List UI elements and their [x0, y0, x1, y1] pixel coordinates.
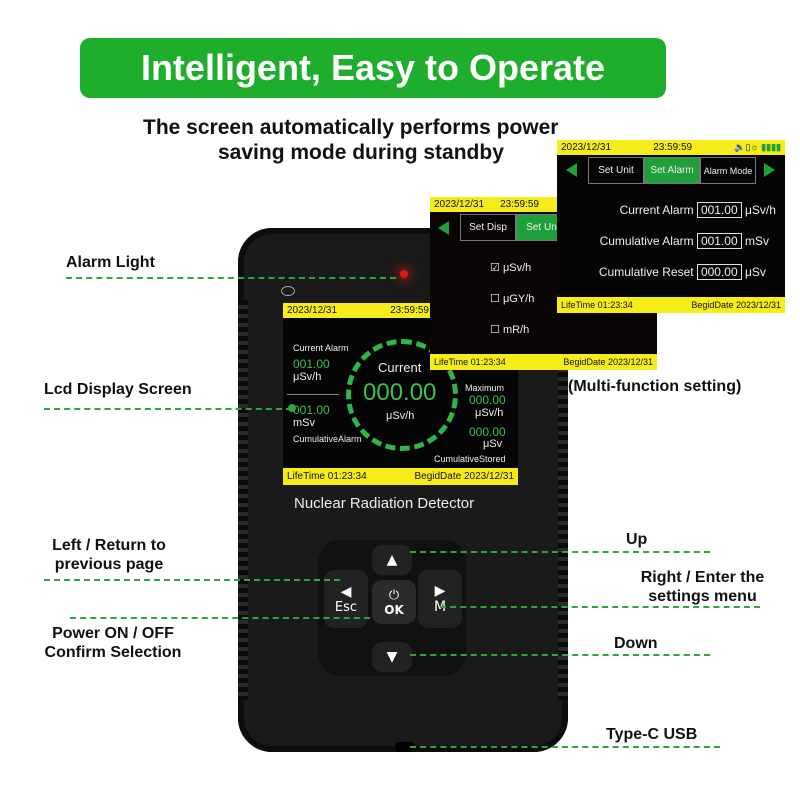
maximum-unit: μSv/h	[475, 407, 504, 419]
callout-line	[66, 277, 396, 279]
unit-option: μSv/h	[502, 262, 532, 274]
callout-line	[410, 746, 720, 748]
lifetime: LifeTime 01:23:34	[561, 300, 633, 310]
alarm-row-label: Cumulative Alarm	[599, 234, 694, 248]
status-icons: 🔈▯☼ ▮▮▮▮	[734, 142, 781, 152]
tab-alarm-mode[interactable]: Alarm Mode	[700, 157, 756, 184]
callout-usb: Type-C USB	[606, 726, 698, 743]
current-label: Current	[378, 360, 422, 375]
callout-line	[70, 617, 370, 619]
subtitle-line1: The screen automatically performs power	[143, 116, 559, 139]
begid-date: BegidDate 2023/12/31	[414, 471, 514, 482]
current-alarm-unit: μSv/h	[293, 371, 322, 383]
callout-line	[440, 606, 760, 608]
callout-dot	[288, 404, 296, 412]
m-right-button[interactable]: ▶M	[418, 570, 462, 628]
begid-date: BegidDate 2023/12/31	[691, 300, 781, 310]
tab-set-alarm[interactable]: Set Alarm	[644, 157, 700, 184]
headline-banner: Intelligent, Easy to Operate	[80, 38, 666, 98]
left-arrow-icon[interactable]	[566, 163, 577, 177]
maximum-label: Maximum	[465, 383, 505, 393]
alarm-light	[400, 270, 408, 278]
brand-logo	[281, 286, 295, 296]
stored-value: 000.00	[469, 425, 506, 439]
grip-left	[238, 300, 248, 700]
screen-time: 23:59:59	[500, 199, 539, 210]
up-button[interactable]: ▲	[372, 545, 412, 575]
lifetime: LifeTime 01:23:34	[287, 471, 367, 482]
begid-date: BegidDate 2023/12/31	[563, 357, 653, 367]
callout-line	[410, 654, 710, 656]
alarm-row-label: Cumulative Reset	[598, 265, 694, 279]
current-alarm-value: 001.00	[293, 357, 330, 371]
right-arrow-icon[interactable]	[764, 163, 775, 177]
esc-label: Esc	[334, 599, 358, 615]
checkbox-icon[interactable]: ☐	[490, 324, 500, 336]
multi-function-caption: (Multi-function setting)	[568, 378, 742, 395]
tab-set-unit[interactable]: Set Unit	[588, 157, 644, 184]
ok-label: OK	[384, 602, 404, 617]
callout-up: Up	[626, 531, 648, 548]
checkbox-checked-icon[interactable]: ☑	[490, 262, 500, 274]
stored-unit: μSv	[483, 438, 503, 450]
grip-right	[558, 300, 568, 700]
callout-line	[410, 551, 710, 553]
down-button[interactable]: ▼	[372, 642, 412, 672]
gauge-ring	[346, 339, 458, 451]
callout-left: Left / Return to	[52, 537, 166, 554]
alarm-row-label: Current Alarm	[619, 203, 694, 217]
up-arrow-icon: ▲	[386, 552, 398, 568]
callout-right-2: settings menu	[648, 588, 757, 605]
maximum-value: 000.00	[469, 393, 506, 407]
callout-line	[44, 408, 292, 410]
lifetime: LifeTime 01:23:34	[434, 357, 506, 367]
callout-lcd: Lcd Display Screen	[44, 381, 192, 398]
unit-option: μGY/h	[502, 293, 535, 305]
unit-option: mR/h	[502, 324, 530, 336]
alarm-unit: mSv	[745, 234, 769, 248]
left-arrow-icon: ◀	[340, 583, 352, 600]
right-arrow-icon: ▶	[434, 583, 446, 599]
stored-label: CumulativeStored	[434, 454, 506, 464]
callout-right: Right / Enter the	[640, 569, 765, 586]
screen-date: 2023/12/31	[561, 142, 612, 153]
usb-c-port	[395, 742, 415, 752]
cumulative-alarm-unit: mSv	[293, 417, 315, 429]
callout-down: Down	[614, 635, 658, 652]
screen-time: 23:59:59	[653, 142, 693, 153]
down-arrow-icon: ▼	[386, 649, 398, 665]
alarm-value-field[interactable]: 001.00	[696, 233, 742, 249]
subtitle-line2: saving mode during standby	[218, 141, 504, 164]
headline: Intelligent, Easy to Operate	[140, 47, 606, 88]
callout-line	[44, 579, 340, 581]
power-ok-button[interactable]: ⏻OK	[372, 580, 416, 624]
screen-date: 2023/12/31	[287, 305, 338, 316]
callout-alarm-light: Alarm Light	[66, 254, 155, 271]
alarm-value-field[interactable]: 001.00	[696, 202, 742, 218]
power-icon: ⏻	[388, 587, 400, 603]
tab-set-disp[interactable]: Set Disp	[460, 214, 516, 241]
alarm-unit: μSv/h	[745, 203, 776, 217]
set-alarm-screen: 2023/12/31 23:59:59 🔈▯☼ ▮▮▮▮ Set Unit Set …	[557, 140, 785, 313]
callout-left-2: previous page	[54, 556, 164, 573]
left-arrow-icon[interactable]	[438, 221, 449, 235]
current-alarm-label: Current Alarm	[293, 343, 349, 353]
current-value: 000.00	[363, 379, 437, 406]
cumulative-alarm-value: 001.00	[293, 403, 330, 417]
current-unit: μSv/h	[386, 410, 415, 422]
alarm-value-field[interactable]: 000.00	[696, 264, 742, 280]
callout-power: Power ON / OFF	[52, 625, 174, 642]
divider	[287, 394, 339, 395]
screen-time: 23:59:59	[390, 305, 429, 316]
cumulative-alarm-label: CumulativeAlarm	[293, 434, 362, 444]
screen-date: 2023/12/31	[434, 199, 485, 210]
alarm-unit: μSv	[745, 265, 766, 279]
callout-power-2: Confirm Selection	[44, 644, 182, 661]
device-name: Nuclear Radiation Detector	[294, 495, 475, 512]
checkbox-icon[interactable]: ☐	[490, 293, 500, 305]
